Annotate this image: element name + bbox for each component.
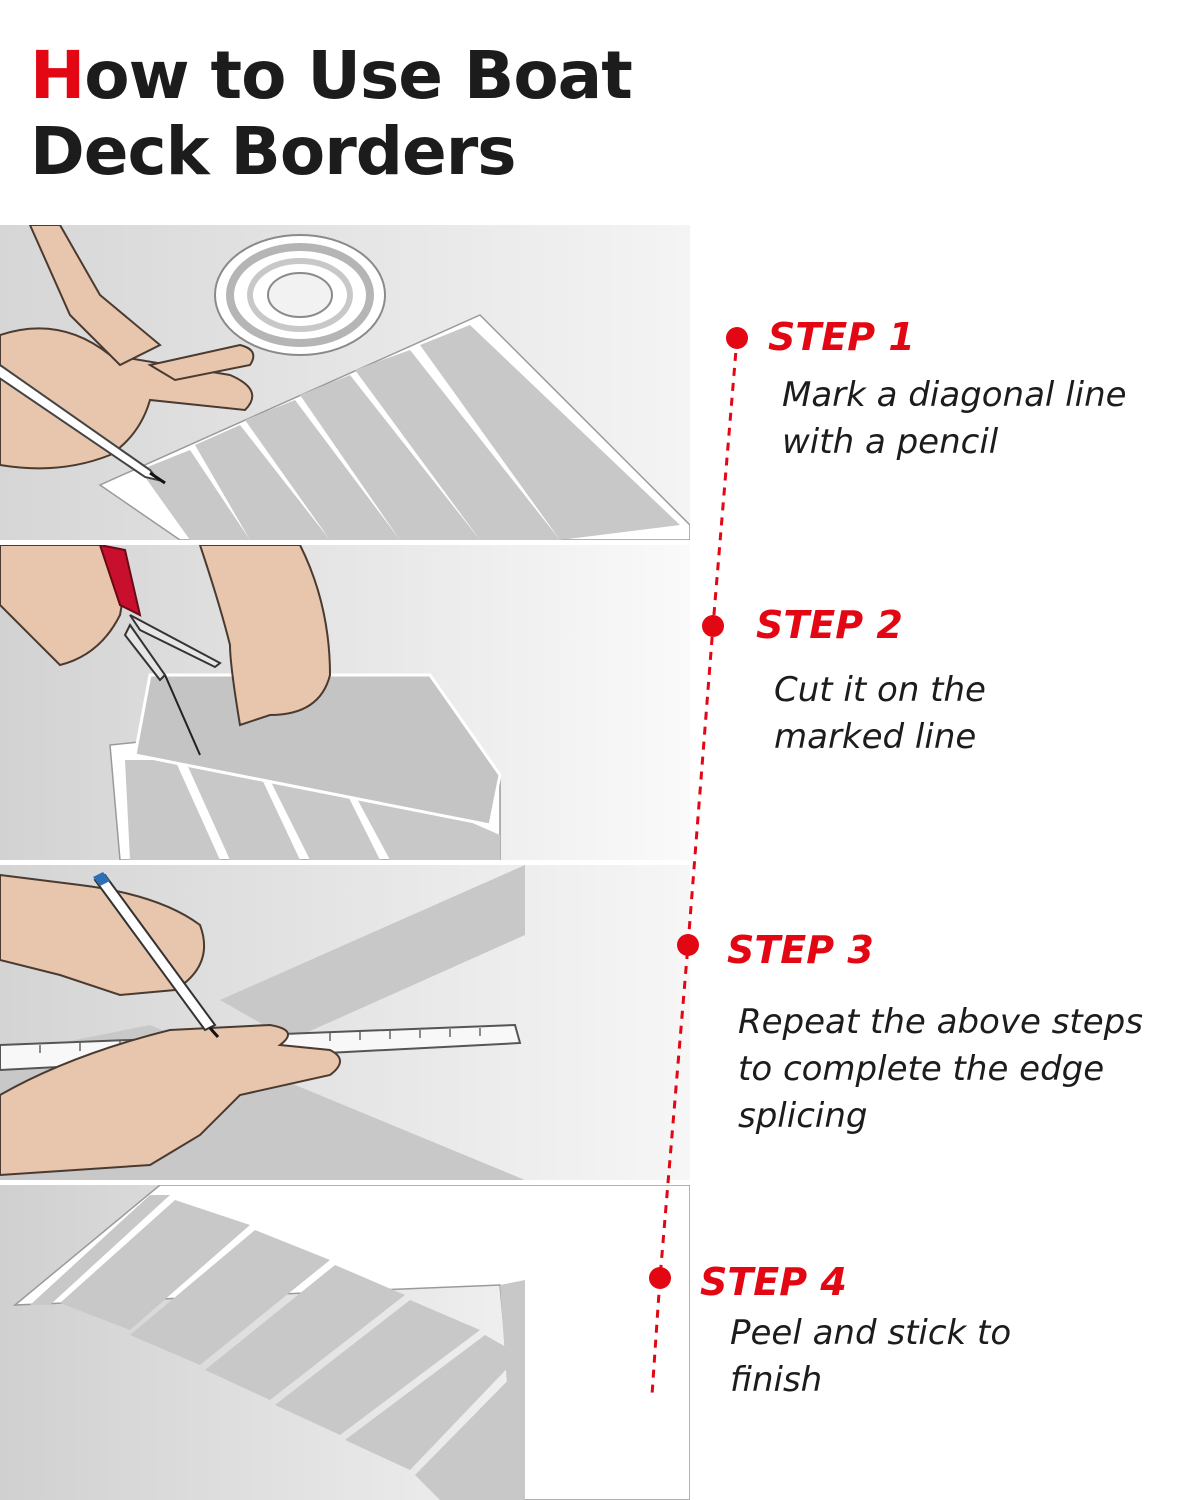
step-4-label: STEP 4 (700, 1260, 847, 1304)
title-line-2: Deck Borders (30, 113, 517, 190)
step-3-illustration (0, 865, 690, 1180)
title-line-1: How to Use Boat (30, 38, 730, 114)
title-first-letter: H (30, 37, 85, 114)
hand-illustration (0, 225, 255, 470)
page-title: How to Use Boat Deck Borders (30, 38, 730, 190)
step-2-label: STEP 2 (756, 603, 903, 647)
step-1-label: STEP 1 (768, 315, 915, 359)
step-2-dot (702, 615, 724, 637)
pencil-icon (0, 363, 166, 485)
step-1-dot (726, 327, 748, 349)
step-4-illustration (0, 1185, 690, 1500)
step-4-text: Peel and stick to finish (730, 1313, 1012, 1400)
pen-icon (93, 872, 220, 1038)
scissors-icon (98, 545, 222, 682)
step-3-text: Repeat the above steps to complete the e… (738, 1002, 1143, 1136)
tape-roll-icon (214, 234, 386, 356)
hand-illustration (0, 545, 332, 727)
title-line-1-rest: ow to Use Boat (84, 37, 633, 114)
step-1-illustration (0, 225, 690, 540)
step-3-label: STEP 3 (727, 928, 874, 972)
hand-illustration (0, 873, 341, 1177)
step-1-text: Mark a diagonal line with a pencil (782, 375, 1127, 462)
step-2-illustration (0, 545, 690, 860)
step-2-text: Cut it on the marked line (774, 670, 986, 757)
